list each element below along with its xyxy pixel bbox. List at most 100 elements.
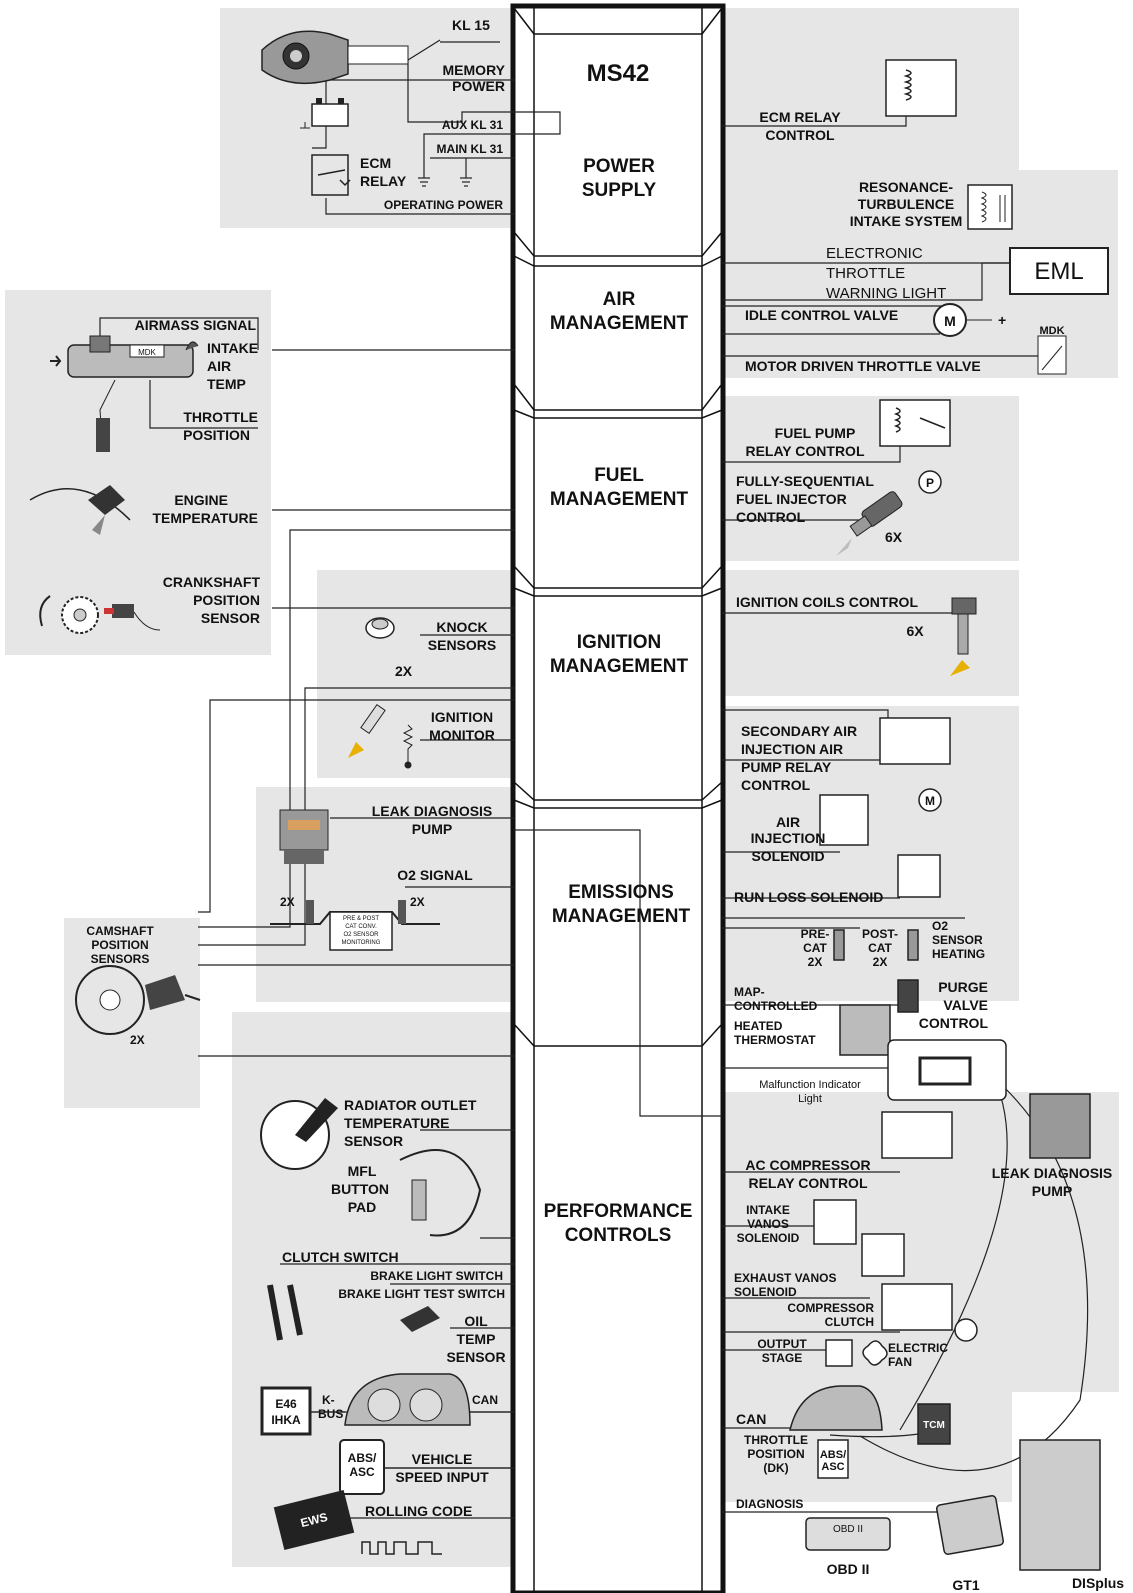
right-outputs-fuel-pump-1-label: RELAY CONTROL xyxy=(745,443,864,459)
left-inputs-radiator-2-label: SENSOR xyxy=(344,1133,403,1149)
power-inputs-kl15-label: KL 15 xyxy=(452,17,490,33)
right-outputs-map-thermostat-3-label: THERMOSTAT xyxy=(734,1033,816,1047)
compressor-clutch-relay-icon xyxy=(882,1284,952,1330)
right-outputs-air-injection-2-label: SOLENOID xyxy=(751,848,824,864)
exhaust-vanos-icon xyxy=(862,1234,904,1276)
displus-cart-icon xyxy=(1020,1440,1100,1570)
right-outputs-exhaust-vanos-0-label: EXHAUST VANOS xyxy=(734,1271,836,1285)
right-outputs-air-injection-0-label: AIR xyxy=(776,814,800,830)
right-outputs-intake-vanos-1-label: VANOS xyxy=(747,1217,789,1231)
left-inputs-throttle-position-1-label: POSITION xyxy=(183,427,250,443)
right-outputs-map-thermostat-0-label: MAP- xyxy=(734,985,765,999)
section-labels: MS42 POWER SUPPLY AIR MANAGEMENT FUEL MA… xyxy=(544,60,693,1246)
relay-coil-icon xyxy=(886,60,956,116)
left-inputs-ihka-1-label: IHKA xyxy=(271,1413,301,1427)
left-inputs-oil-temp-2-label: SENSOR xyxy=(446,1349,505,1365)
left-inputs-crankshaft-0-label: CRANKSHAFT xyxy=(163,574,261,590)
section-air-2: MANAGEMENT xyxy=(550,313,689,334)
right-outputs-electric-fan-0-label: ELECTRIC xyxy=(888,1341,948,1355)
right-outputs-etwl-2-label: WARNING LIGHT xyxy=(826,285,946,302)
left-inputs-catconv-2-label: O2 SENSOR xyxy=(343,932,379,938)
left-inputs-kbus-0-label: K- xyxy=(322,1393,335,1407)
section-power-supply-1: POWER xyxy=(583,156,655,177)
o2-heater-pre-icon xyxy=(834,930,844,960)
right-outputs-compressor-clutch-1-label: CLUTCH xyxy=(825,1315,874,1329)
left-inputs-clutch-label: CLUTCH SWITCH xyxy=(282,1249,399,1265)
thermostat-icon xyxy=(840,1005,890,1055)
right-outputs-compressor-clutch-0-label: COMPRESSOR xyxy=(787,1301,874,1315)
left-inputs-knock-qty-label: 2X xyxy=(395,663,413,679)
left-inputs-camshaft-qty-label: 2X xyxy=(130,1033,145,1047)
right-outputs-diagnosis-label: DIAGNOSIS xyxy=(736,1497,803,1511)
left-inputs-airmass-label: AIRMASS SIGNAL xyxy=(135,317,257,333)
right-outputs-dk-0-label: THROTTLE xyxy=(744,1433,808,1447)
right-outputs-injector-2-label: CONTROL xyxy=(736,509,806,525)
right-outputs-purge-valve-2-label: CONTROL xyxy=(919,1015,989,1031)
right-outputs-pre-cat-0-label: PRE- xyxy=(801,927,830,941)
section-power-supply-2: SUPPLY xyxy=(582,180,657,201)
right-outputs-dk-1-label: POSITION xyxy=(747,1447,804,1461)
right-outputs-o2-heating-1-label: SENSOR xyxy=(932,933,983,947)
left-inputs-leak-pump-0-label: LEAK DIAGNOSIS xyxy=(372,803,493,819)
background-panels xyxy=(5,8,1119,1567)
right-outputs-exhaust-vanos-1-label: SOLENOID xyxy=(734,1285,797,1299)
leak-pump-right-icon xyxy=(1030,1094,1090,1158)
right-outputs-mil-0-label: Malfunction Indicator xyxy=(759,1079,861,1091)
left-inputs-throttle-position-0-label: THROTTLE xyxy=(183,409,258,425)
right-outputs-electric-fan-1-label: FAN xyxy=(888,1355,912,1369)
left-inputs-brake-light-label: BRAKE LIGHT SWITCH xyxy=(370,1269,503,1283)
ihka-box-icon xyxy=(262,1388,310,1434)
section-ignition-2: MANAGEMENT xyxy=(550,656,689,677)
knock-sensor-icon xyxy=(366,618,394,638)
left-inputs-engine-temp-0-label: ENGINE xyxy=(174,492,228,508)
right-outputs-throttle-valve-label: MOTOR DRIVEN THROTTLE VALVE xyxy=(745,358,981,374)
right-outputs-intake-vanos-0-label: INTAKE xyxy=(746,1203,790,1217)
left-inputs-vehicle-speed-1-label: SPEED INPUT xyxy=(395,1469,489,1485)
right-outputs-motor-symbol-label: M xyxy=(944,313,956,329)
section-performance-2: CONTROLS xyxy=(565,1225,672,1246)
right-outputs-purge-valve-1-label: VALVE xyxy=(943,997,988,1013)
right-outputs-eml-label: EML xyxy=(1034,258,1083,285)
run-loss-solenoid-icon xyxy=(898,855,940,897)
right-outputs-ac-relay-1-label: RELAY CONTROL xyxy=(748,1175,867,1191)
right-outputs-post-cat-2-label: 2X xyxy=(873,955,888,969)
left-inputs-rolling-code-label: ROLLING CODE xyxy=(365,1503,472,1519)
left-inputs-ignition-monitor-1-label: MONITOR xyxy=(429,727,495,743)
right-outputs-mdk-small-label: MDK xyxy=(1039,325,1064,337)
o2-heater-post-icon xyxy=(908,930,918,960)
right-outputs-secondary-air-1-label: INJECTION AIR xyxy=(741,741,843,757)
right-outputs-injector-qty-label: 6X xyxy=(885,529,903,545)
right-outputs-output-stage-1-label: STAGE xyxy=(762,1351,802,1365)
power-inputs-aux-kl31-label: AUX KL 31 xyxy=(442,118,503,132)
power-inputs-ecm-relay-0-label: ECM xyxy=(360,155,391,171)
left-inputs-abs-asc-0-label: ABS/ xyxy=(348,1451,377,1465)
right-outputs-resonance-2-label: INTAKE SYSTEM xyxy=(850,213,963,229)
power-inputs-memory-1-label: POWER xyxy=(452,78,505,94)
right-outputs-resonance-0-label: RESONANCE- xyxy=(859,179,953,195)
right-outputs-pre-cat-1-label: CAT xyxy=(803,941,827,955)
right-outputs-map-thermostat-2-label: HEATED xyxy=(734,1019,783,1033)
right-outputs-pre-cat-2-label: 2X xyxy=(808,955,823,969)
output-stage-icon xyxy=(826,1340,852,1366)
air-injection-solenoid-icon xyxy=(820,795,868,845)
left-inputs-knock-1-label: SENSORS xyxy=(428,637,496,653)
right-outputs-post-cat-1-label: CAT xyxy=(868,941,892,955)
right-outputs-can-right-label: CAN xyxy=(736,1411,766,1427)
left-inputs-radiator-1-label: TEMPERATURE xyxy=(344,1115,450,1131)
right-outputs-ignition-coils-label: IGNITION COILS CONTROL xyxy=(736,594,918,610)
section-fuel-1: FUEL xyxy=(594,465,644,486)
left-inputs-catconv-1-label: CAT CONV. xyxy=(345,924,377,930)
left-inputs-crankshaft-2-label: SENSOR xyxy=(201,610,260,626)
secondary-air-motor-symbol: M xyxy=(925,794,935,808)
left-inputs-ihka-0-label: E46 xyxy=(275,1397,297,1411)
left-inputs-o2-qty-left-label: 2X xyxy=(280,895,295,909)
power-inputs-ecm-relay-1-label: RELAY xyxy=(360,173,407,189)
right-outputs-resonance-1-label: TURBULENCE xyxy=(858,196,954,212)
right-outputs-intake-vanos-2-label: SOLENOID xyxy=(737,1231,800,1245)
panel-ignition-left xyxy=(317,570,513,778)
right-outputs-post-cat-0-label: POST- xyxy=(862,927,898,941)
left-inputs-mfl-1-label: BUTTON xyxy=(331,1181,389,1197)
leak-pump-icon xyxy=(280,810,328,864)
right-outputs-injector-1-label: FUEL INJECTOR xyxy=(736,491,847,507)
gt1-tablet-icon xyxy=(936,1495,1004,1555)
